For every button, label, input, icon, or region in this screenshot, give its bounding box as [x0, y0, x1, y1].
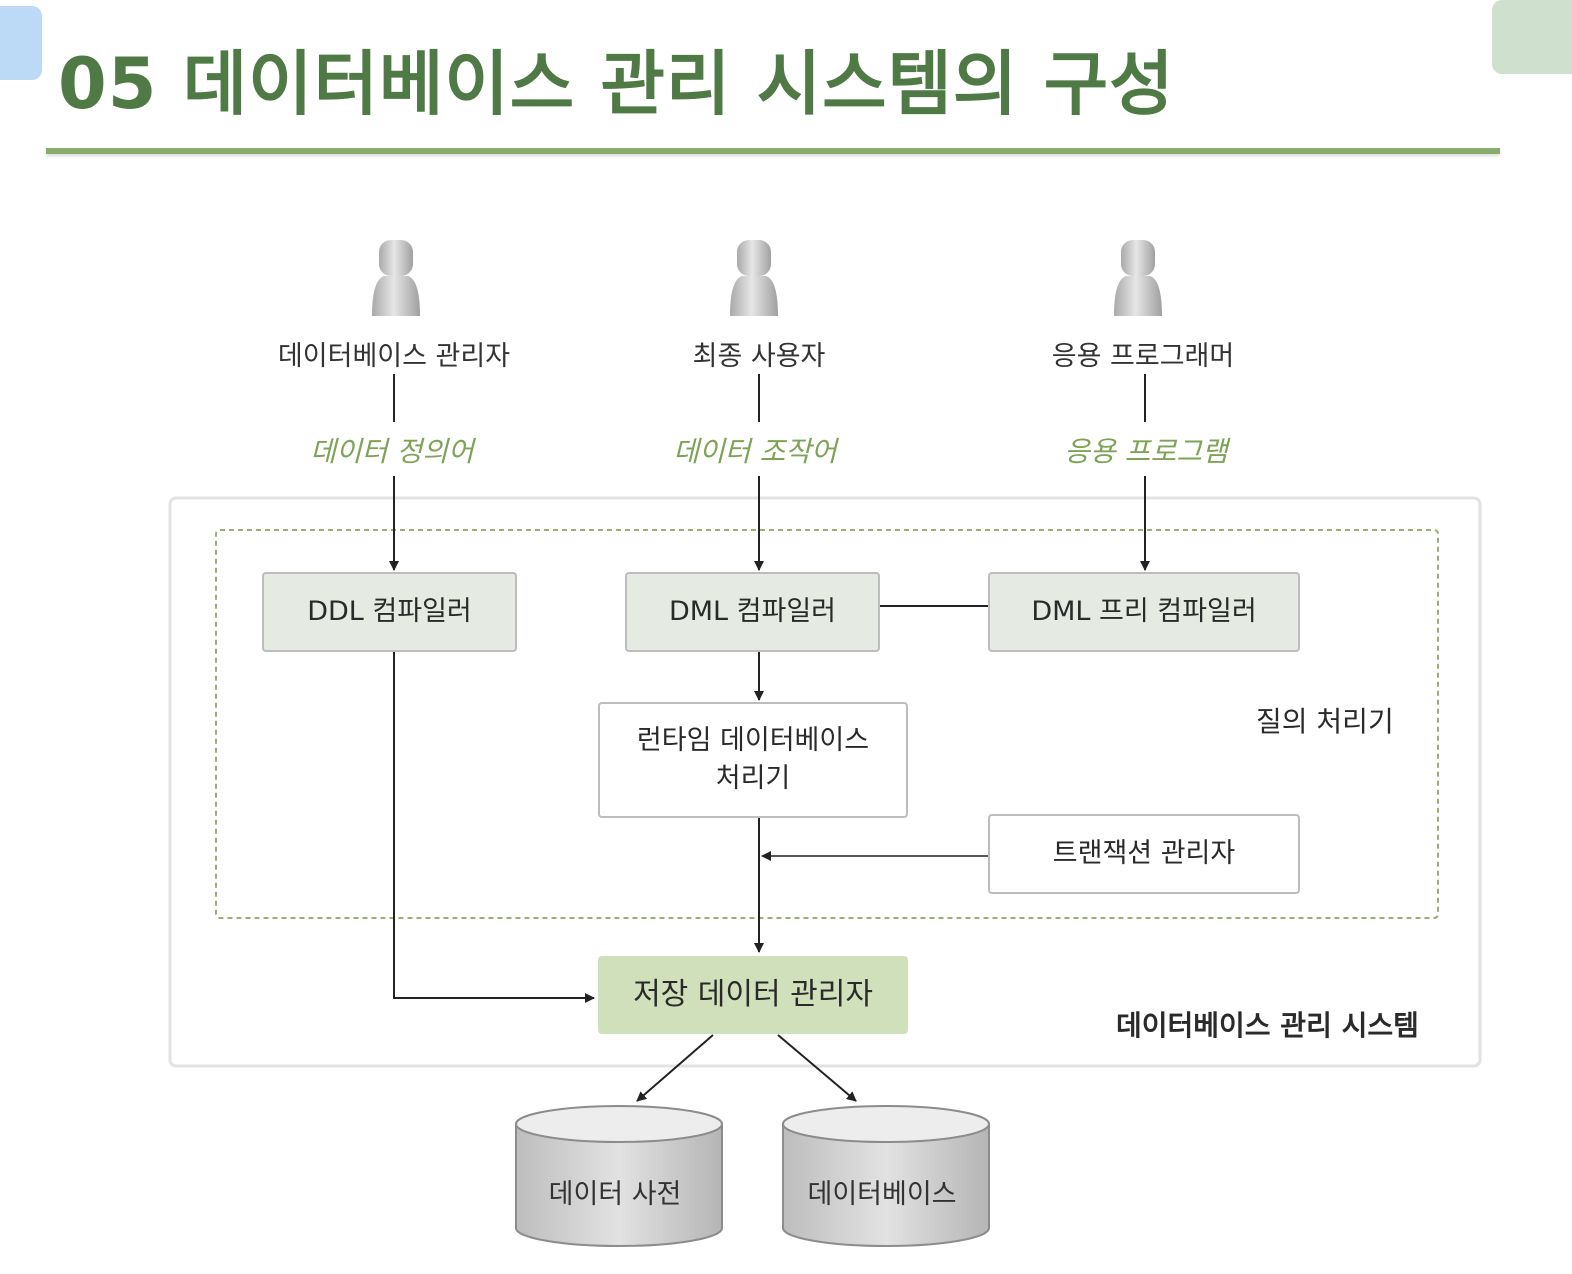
- person-icon: [1114, 240, 1162, 316]
- language-label-ddl: 데이터 정의어: [310, 435, 474, 468]
- stored-data-manager-label: 저장 데이터 관리자: [633, 977, 873, 1012]
- database-label: 데이터베이스: [807, 1179, 957, 1210]
- language-label-app: 응용 프로그램: [1064, 435, 1228, 468]
- corner-decoration-right: [1492, 0, 1572, 74]
- actor-label-app-programmer: 응용 프로그래머: [1051, 341, 1235, 372]
- runtime-db-processor-box: 런타임 데이터베이스 처리기: [598, 702, 908, 818]
- transaction-manager-box: 트랜잭션 관리자: [988, 814, 1300, 894]
- person-icon: [730, 240, 778, 316]
- language-label-dml: 데이터 조작어: [673, 435, 837, 468]
- dml-precompiler-box: DML 프리 컴파일러: [988, 572, 1300, 652]
- dml-precompiler-label: DML 프리 컴파일러: [1031, 596, 1257, 627]
- arrow: [393, 652, 595, 1003]
- arrow: [636, 1034, 714, 1102]
- query-processor-boundary: [215, 529, 1439, 919]
- dbms-label: 데이터베이스 관리 시스템: [1116, 1009, 1419, 1042]
- stored-data-manager-box: 저장 데이터 관리자: [598, 956, 908, 1034]
- database-cylinder: [782, 1105, 990, 1247]
- runtime-processor-label-line2: 처리기: [715, 763, 791, 794]
- actor-label-end-user: 최종 사용자: [692, 341, 826, 372]
- data-dictionary-cylinder: [515, 1105, 723, 1247]
- dml-compiler-box: DML 컴파일러: [625, 572, 880, 652]
- page-title: 05 데이터베이스 관리 시스템의 구성: [58, 43, 1175, 125]
- runtime-processor-label-line1: 런타임 데이터베이스: [636, 725, 870, 756]
- actor-label-db-admin: 데이터베이스 관리자: [277, 341, 511, 372]
- query-processor-label: 질의 처리기: [1256, 705, 1394, 738]
- dml-compiler-label: DML 컴파일러: [668, 596, 837, 627]
- data-dictionary-label: 데이터 사전: [548, 1179, 682, 1210]
- title-underline: [46, 148, 1500, 154]
- arrow: [777, 1034, 857, 1102]
- ddl-compiler-label: DDL 컴파일러: [307, 596, 472, 627]
- person-icon: [372, 240, 420, 316]
- transaction-manager-label: 트랜잭션 관리자: [1052, 838, 1236, 869]
- ddl-compiler-box: DDL 컴파일러: [262, 572, 517, 652]
- corner-decoration-left: [0, 6, 42, 80]
